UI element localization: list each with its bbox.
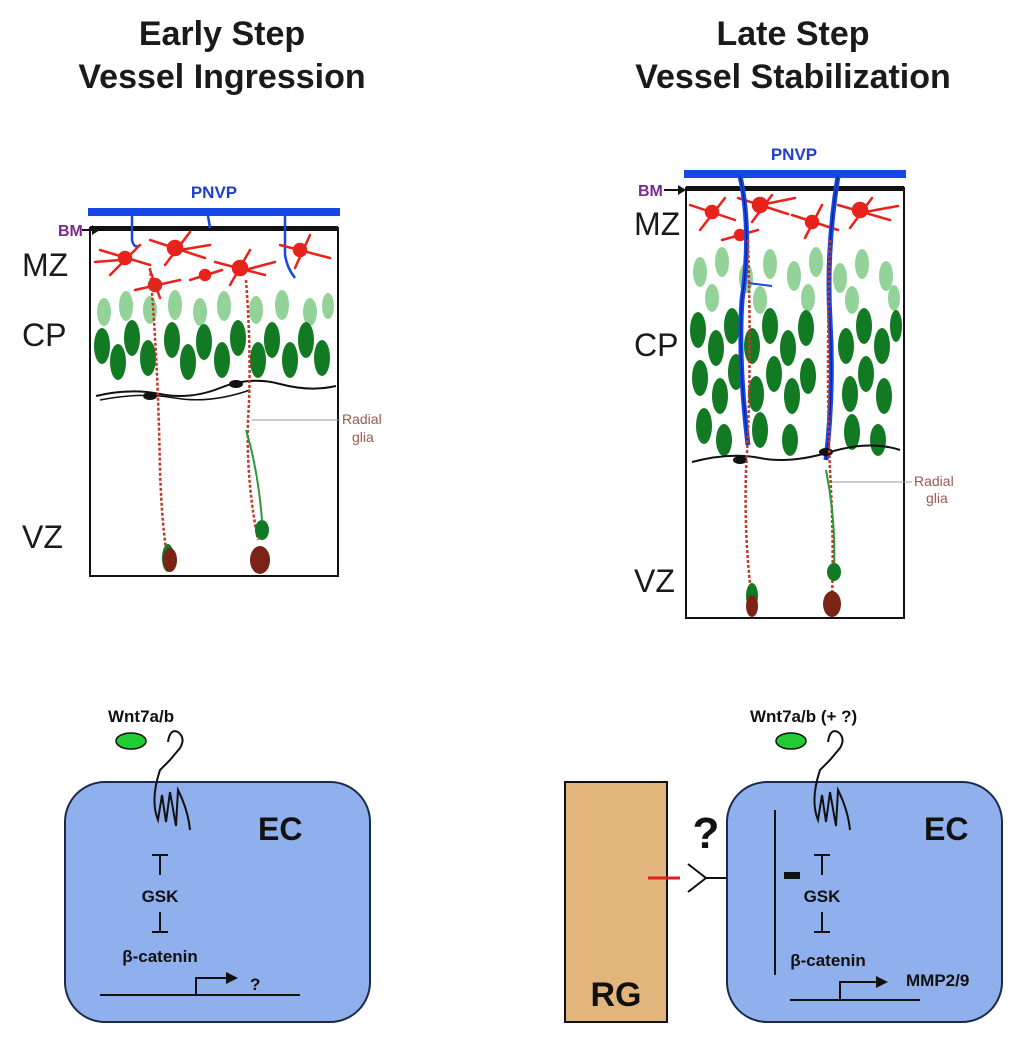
left-target-label: ? xyxy=(250,975,260,994)
left-microglia-cluster xyxy=(93,230,332,300)
right-radial-glia-label-line2: glia xyxy=(926,490,948,506)
left-bm-arrowhead xyxy=(92,225,100,235)
right-microglia-cluster xyxy=(688,193,900,242)
left-vessel-sprout xyxy=(206,215,212,229)
right-subplate-neuron xyxy=(819,448,833,456)
left-radial-glia-fiber xyxy=(244,279,260,541)
left-radial-glia-label-line2: glia xyxy=(352,429,374,445)
right-radial-glia-fiber xyxy=(826,239,834,601)
right-vessel-branch xyxy=(747,282,773,287)
left-subplate-fibers xyxy=(95,379,337,397)
right-pnvp-bar xyxy=(684,170,906,178)
right-zone-label-vz: VZ xyxy=(634,563,675,599)
right-zone-label-cp: CP xyxy=(634,327,678,363)
right-cortex-panel: PNVP BM xyxy=(634,145,954,619)
left-frizzled-receptor-icon xyxy=(153,730,191,831)
right-frizzled-receptor-icon xyxy=(813,730,851,831)
right-vessel-outline xyxy=(739,175,749,446)
right-signaling-panel: RG ? EC Wnt7a/b (+ ?) GSK β-catenin MMP2… xyxy=(564,707,1003,1023)
left-pnvp-bar xyxy=(88,208,340,216)
left-wnt-ligand xyxy=(115,732,147,750)
right-radial-glia-fiber xyxy=(744,239,754,601)
right-radial-glia-soma xyxy=(746,595,758,617)
right-gsk-label: GSK xyxy=(804,887,842,906)
left-cortex-box xyxy=(89,227,339,577)
right-basement-membrane xyxy=(686,186,904,191)
left-radial-glia-soma xyxy=(163,548,177,572)
right-neuron-process xyxy=(825,469,836,571)
right-vessel-outline xyxy=(825,175,839,461)
left-transcription-arrowhead xyxy=(226,972,238,984)
left-vessel-sprout xyxy=(283,216,296,279)
right-title-line1: Late Step xyxy=(716,15,869,53)
right-target-label: MMP2/9 xyxy=(906,971,969,990)
left-radial-glia-fiber xyxy=(148,267,170,561)
left-migrating-neuron xyxy=(255,520,269,540)
left-title-line2: Vessel Ingression xyxy=(78,58,365,96)
left-zone-label-mz: MZ xyxy=(22,247,68,283)
left-catenin-label: β-catenin xyxy=(122,947,198,966)
left-gsk-label: GSK xyxy=(142,887,180,906)
left-subplate-fibers xyxy=(99,389,251,401)
left-pnvp-label: PNVP xyxy=(191,183,237,202)
right-subplate-fibers xyxy=(691,444,901,463)
left-cortex-panel: PNVP BM xyxy=(22,183,382,577)
left-zone-label-vz: VZ xyxy=(22,519,63,555)
left-wnt-label: Wnt7a/b xyxy=(108,707,174,726)
right-subplate-neuron xyxy=(733,456,747,464)
right-pathway-block xyxy=(784,872,800,879)
left-subplate-neuron xyxy=(143,392,157,400)
right-zone-label-mz: MZ xyxy=(634,206,680,242)
left-signaling-panel: EC Wnt7a/b GSK β-catenin ? xyxy=(64,707,371,1023)
rg-label: RG xyxy=(591,976,642,1014)
left-radial-glia-label-line1: Radial xyxy=(342,411,382,427)
left-neuron-process xyxy=(245,429,263,521)
right-wnt-ligand xyxy=(775,732,807,750)
left-radial-glia-soma xyxy=(250,546,270,574)
left-endothelial-cell xyxy=(64,781,371,1023)
unknown-signal-label: ? xyxy=(693,809,720,858)
radial-glia-cell xyxy=(564,781,668,1023)
left-subplate-neuron xyxy=(229,380,243,388)
right-migrating-neuron xyxy=(827,563,841,581)
right-transcription-arrowhead xyxy=(876,976,888,988)
right-ec-label: EC xyxy=(924,811,968,847)
left-title-line1: Early Step xyxy=(139,15,305,53)
right-title-line2: Vessel Stabilization xyxy=(635,58,951,96)
left-bm-label: BM xyxy=(58,223,83,240)
left-cortical-plate-neurons xyxy=(94,290,334,380)
right-bm-arrowhead xyxy=(678,185,686,195)
right-radial-glia-soma xyxy=(823,591,841,617)
right-wnt-label: Wnt7a/b (+ ?) xyxy=(750,707,857,726)
left-zone-label-cp: CP xyxy=(22,317,66,353)
left-ec-label: EC xyxy=(258,811,302,847)
right-catenin-label: β-catenin xyxy=(790,951,866,970)
right-radial-glia-label-line1: Radial xyxy=(914,473,954,489)
left-basement-membrane xyxy=(90,226,338,231)
left-transcription-arrow xyxy=(195,977,226,995)
right-pnvp-label: PNVP xyxy=(771,145,817,164)
right-transcription-arrow xyxy=(839,981,876,1000)
right-endothelial-cell xyxy=(726,781,1003,1023)
right-bm-label: BM xyxy=(638,183,663,200)
